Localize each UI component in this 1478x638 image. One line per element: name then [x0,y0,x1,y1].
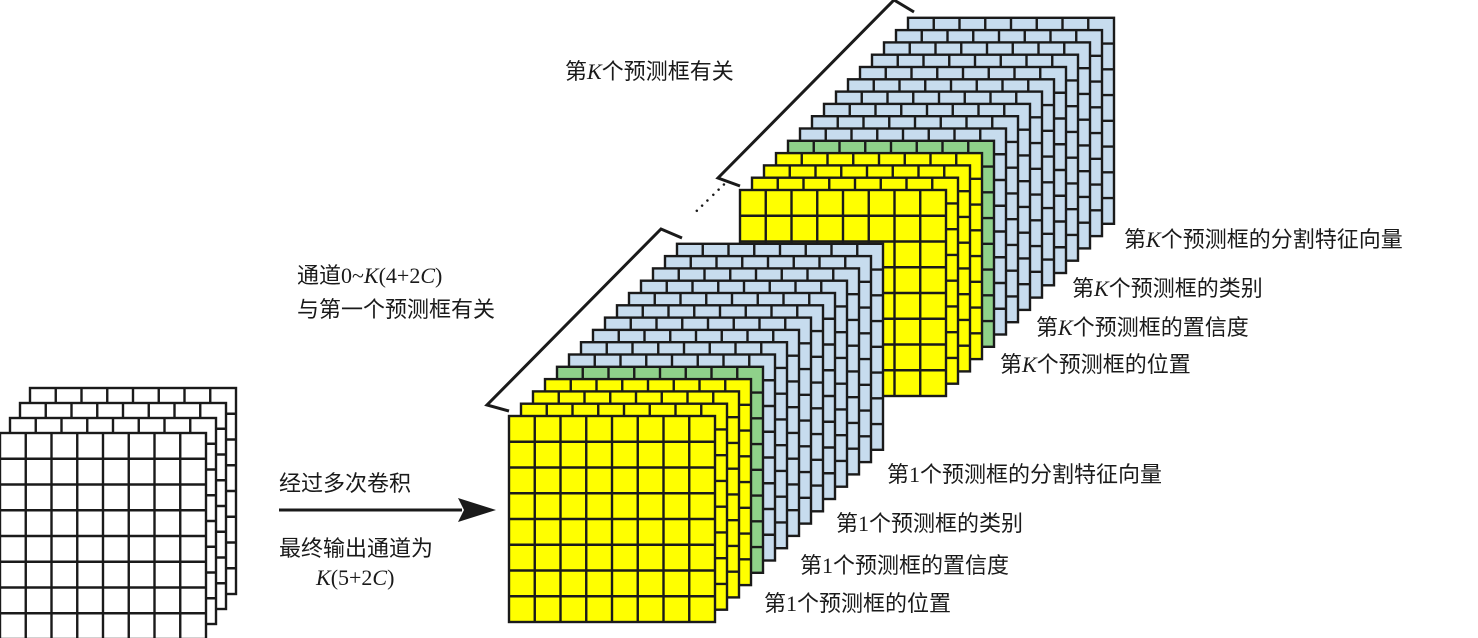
k-confidence-label: 第K个预测框的置信度 [1036,315,1249,340]
first-class-label: 第1个预测框的类别 [836,511,1024,536]
k-group-bracket-label: 第K个预测框有关 [565,59,734,84]
first-group-bracket [484,227,683,413]
first-position-label: 第1个预测框的位置 [764,591,952,616]
first-seg-vector-label: 第1个预测框的分割特征向量 [887,462,1163,487]
arrow-label-below-2: K(5+2C) [316,565,395,590]
input-stack [0,386,238,638]
brackets-and-arrow [279,0,915,522]
first-box-stack [507,242,885,624]
k-seg-vector-label: 第K个预测框的分割特征向量 [1124,227,1403,252]
arrow-label-below-1: 最终输出通道为 [279,536,434,561]
input-sheet-3 [0,431,208,638]
first-group-sheet-0 [507,414,717,624]
input-sheet-3-grid [0,433,206,638]
arrow-label-above: 经过多次卷积 [279,471,412,496]
first-confidence-label: 第1个预测框的置信度 [800,553,1010,578]
first-group-sheet-0-grid [509,416,715,622]
k-group-bracket [715,0,915,188]
first-group-bracket-label-line1: 通道0~K(4+2C) [297,263,443,288]
first-group-bracket-label-line2: 与第一个预测框有关 [297,297,496,322]
k-position-label: 第K个预测框的位置 [1000,352,1191,377]
k-class-label: 第K个预测框的类别 [1072,276,1263,301]
arrow-head [458,498,496,522]
